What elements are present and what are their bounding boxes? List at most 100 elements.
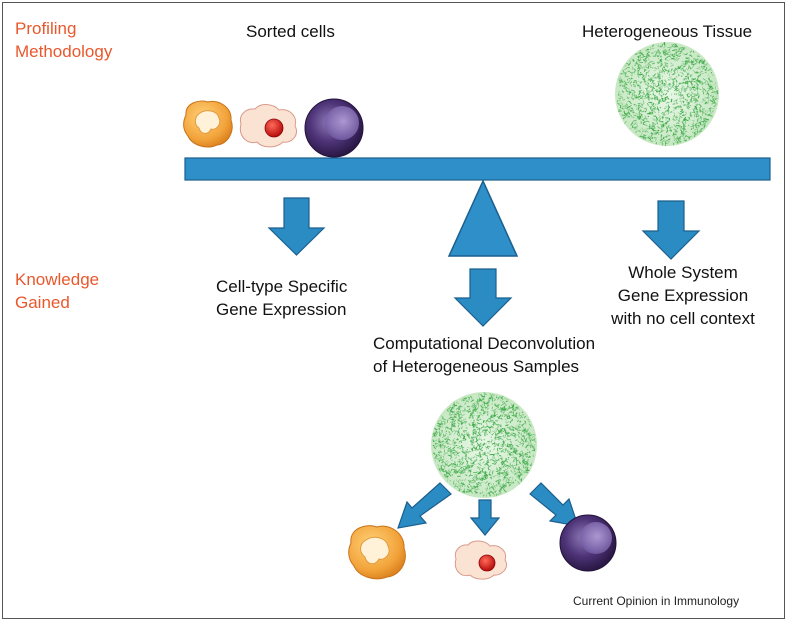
tissue-speckle	[665, 92, 668, 96]
tissue-speckle	[511, 464, 515, 469]
tissue-speckle	[499, 432, 503, 434]
tissue-speckle	[527, 456, 532, 458]
tissue-speckle	[497, 480, 500, 485]
tissue-speckle	[518, 461, 521, 465]
tissue-speckle	[460, 419, 463, 423]
tissue-speckle	[637, 80, 640, 83]
tissue-speckle	[468, 475, 471, 478]
tissue-speckle	[654, 85, 656, 87]
tissue-speckle	[647, 69, 650, 73]
tissue-speckle	[664, 107, 666, 110]
tissue-speckle	[642, 58, 647, 63]
tissue-speckle	[672, 118, 675, 121]
tissue-speckle	[626, 105, 629, 108]
tissue-speckle	[693, 57, 695, 59]
tissue-speckle	[512, 458, 516, 462]
tissue-speckle	[657, 102, 659, 105]
tissue-speckle	[524, 466, 527, 469]
tissue-speckle	[648, 112, 650, 115]
tissue-speckle	[619, 99, 621, 102]
tissue-speckle	[490, 415, 495, 419]
tissue-speckle	[649, 123, 652, 126]
tissue-speckle	[507, 412, 510, 415]
tissue-speckle	[468, 479, 472, 484]
tissue-speckle	[520, 438, 522, 441]
tissue-speckle	[483, 404, 486, 407]
tissue-speckle	[699, 121, 702, 126]
tissue-speckle	[676, 68, 678, 70]
tissue-speckle	[653, 132, 656, 134]
tissue-speckle	[692, 64, 695, 68]
tissue-speckle	[477, 466, 480, 469]
tissue-speckle	[709, 114, 713, 118]
tissue-speckle	[531, 439, 534, 441]
tissue-speckle	[673, 99, 677, 103]
tissue-speckle	[467, 423, 472, 427]
tissue-speckle	[505, 419, 507, 421]
tissue-speckle	[699, 101, 704, 103]
tissue-speckle	[527, 444, 529, 447]
tissue-speckle	[500, 418, 503, 421]
tissue-speckle	[687, 100, 691, 104]
tissue-speckle	[675, 103, 679, 105]
tissue-speckle	[677, 74, 680, 77]
tissue-speckle	[489, 482, 491, 484]
tissue-speckle	[699, 107, 701, 111]
tissue-speckle	[457, 480, 460, 483]
tissue-speckle	[474, 410, 477, 413]
tissue-speckle	[622, 116, 625, 120]
tissue-speckle	[635, 130, 637, 133]
tissue-speckle	[526, 461, 529, 466]
tissue-speckle	[480, 444, 483, 446]
tissue-speckle	[503, 414, 507, 417]
tissue-speckle	[481, 474, 485, 477]
tissue-speckle	[679, 100, 682, 103]
tissue-speckle	[681, 111, 684, 114]
tissue-speckle	[472, 404, 475, 407]
tissue-speckle	[658, 69, 661, 74]
tissue-speckle	[475, 439, 479, 443]
tissue-speckle	[514, 472, 517, 476]
arrow-to-purple-cell	[529, 482, 579, 527]
tissue-speckle	[642, 134, 645, 136]
tissue-speckle	[456, 485, 459, 488]
tissue-speckle	[525, 469, 530, 472]
tissue-speckle	[520, 450, 523, 453]
tissue-speckle	[667, 138, 671, 141]
profiling-methodology-label: Profiling Methodology	[15, 19, 113, 61]
tissue-speckle	[683, 116, 687, 121]
tissue-speckle	[449, 409, 453, 413]
tissue-speckle	[642, 137, 646, 140]
tissue-speckle	[694, 133, 696, 137]
tissue-speckle	[497, 475, 501, 478]
tissue-speckle	[454, 422, 456, 425]
tissue-speckle	[497, 436, 502, 438]
tissue-speckle	[683, 128, 687, 131]
tissue-speckle	[638, 109, 642, 113]
tissue-speckle	[676, 135, 679, 139]
tissue-speckle	[472, 442, 475, 444]
tissue-speckle	[706, 111, 709, 113]
tissue-speckle	[654, 98, 658, 101]
tissue-speckle	[465, 409, 468, 412]
tissue-speckle	[497, 438, 500, 441]
tissue-speckle	[650, 127, 655, 130]
tissue-speckle	[468, 396, 471, 401]
tissue-speckle	[484, 407, 487, 410]
tissue-speckle	[511, 404, 514, 407]
tissue-speckle	[630, 81, 632, 84]
tissue-speckle	[694, 114, 696, 118]
tissue-speckle	[673, 119, 677, 121]
tissue-speckle	[478, 393, 483, 396]
tissue-speckle	[636, 58, 640, 61]
tissue-speckle	[443, 445, 446, 449]
tissue-speckle	[673, 112, 676, 115]
tissue-speckle	[678, 122, 680, 125]
tissue-speckle	[506, 417, 511, 420]
tissue-speckle	[436, 454, 438, 458]
tissue-speckle	[635, 96, 639, 99]
tissue-speckle	[692, 120, 695, 122]
tissue-speckle	[453, 480, 455, 485]
tissue-speckle	[524, 420, 527, 423]
tissue-speckle	[685, 52, 688, 55]
